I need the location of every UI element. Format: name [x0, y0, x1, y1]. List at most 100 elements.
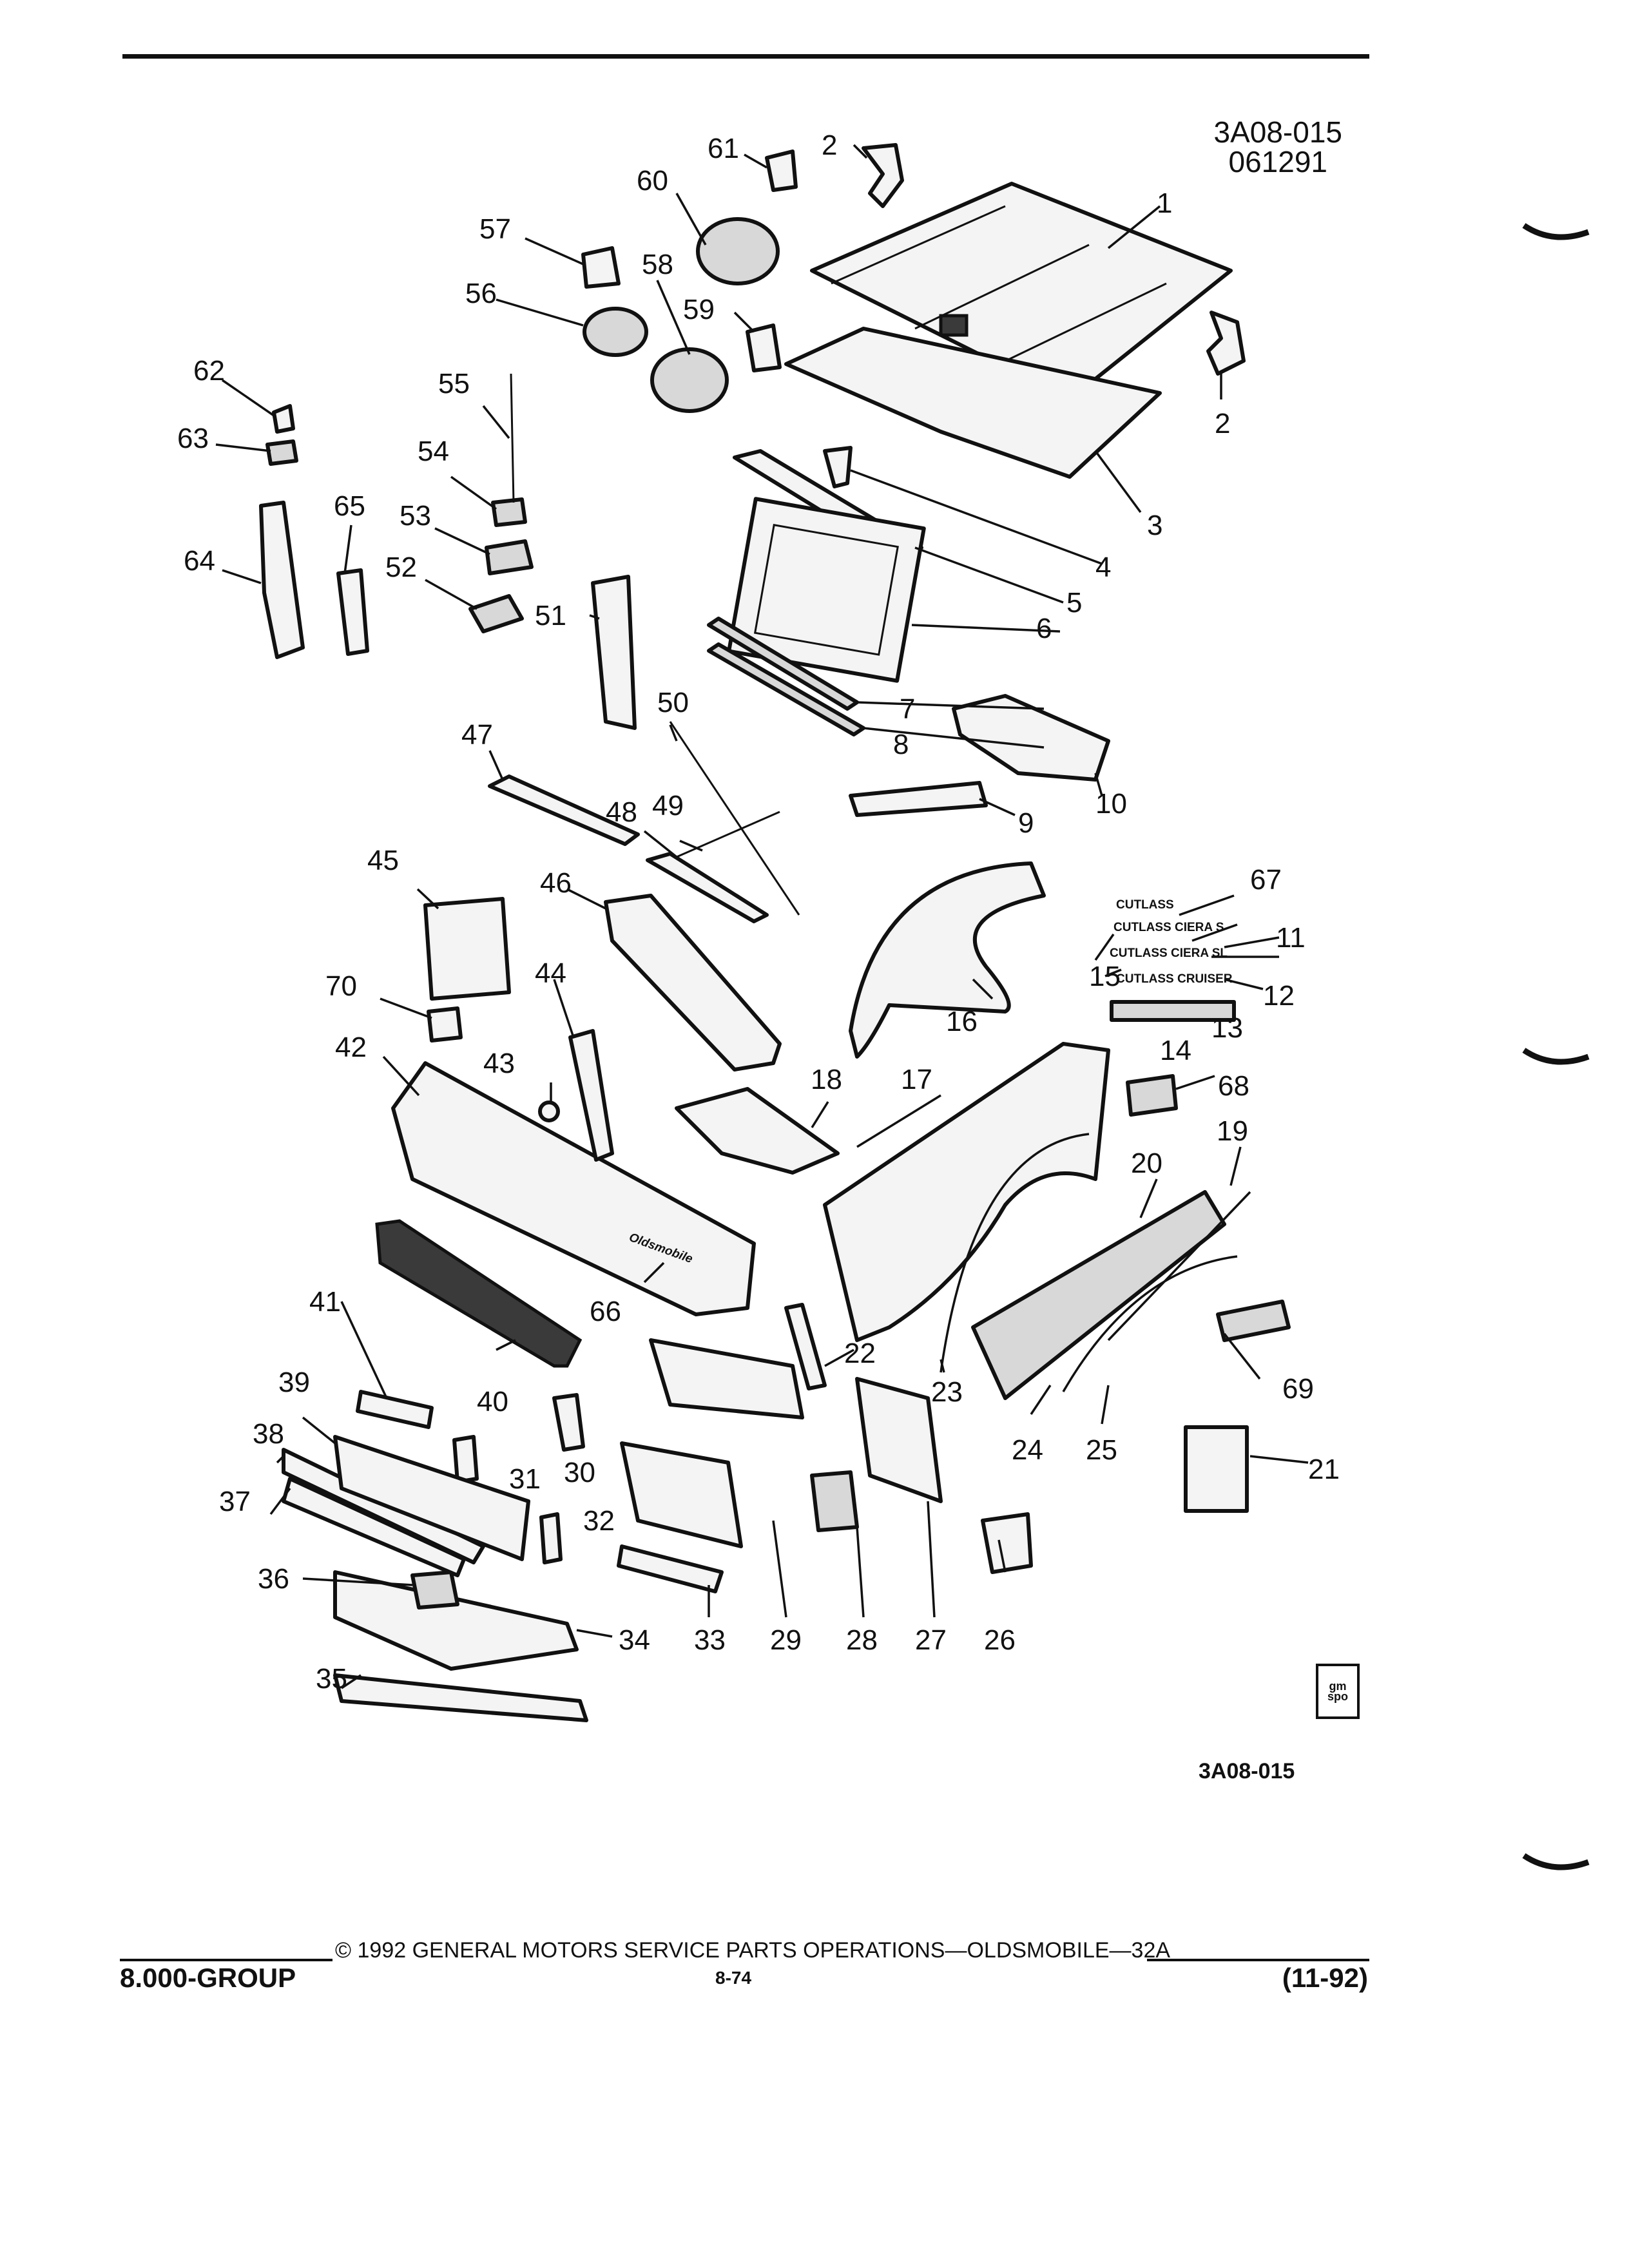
- part-headlamp-lens: [620, 1441, 743, 1548]
- callout-28: 28: [846, 1624, 878, 1656]
- copyright-notice: © 1992 GENERAL MOTORS SERVICE PARTS OPER…: [335, 1938, 1171, 1963]
- callout-2-top: 2: [822, 130, 837, 161]
- part-28: [810, 1470, 859, 1532]
- part-radiator: [604, 894, 782, 1072]
- callout-33: 33: [694, 1624, 726, 1656]
- callout-1: 1: [1157, 187, 1172, 219]
- callout-51: 51: [535, 600, 566, 631]
- callout-7: 7: [900, 693, 915, 725]
- gm-spo-icon-text: gm spo: [1327, 1680, 1348, 1703]
- callout-34: 34: [619, 1624, 650, 1656]
- callout-66: 66: [590, 1296, 621, 1327]
- part-radiator-support: [727, 497, 926, 683]
- callout-46: 46: [540, 867, 572, 899]
- callout-62: 62: [193, 355, 225, 387]
- callout-22: 22: [844, 1338, 876, 1369]
- gm-spo-icon: gm spo: [1316, 1664, 1360, 1719]
- part-brace-18: [675, 1087, 840, 1175]
- edge-mark-2: [1522, 1048, 1590, 1065]
- part-43: [538, 1100, 560, 1122]
- part-side-baffle: [591, 575, 637, 730]
- callout-36: 36: [258, 1563, 289, 1595]
- part-crossmember: [952, 694, 1110, 782]
- illustration-reference: 3A08-015: [1199, 1759, 1295, 1783]
- callout-30: 30: [564, 1457, 595, 1488]
- callout-43: 43: [483, 1048, 515, 1079]
- part-62: [272, 404, 295, 434]
- part-front-fender: [823, 1042, 1110, 1342]
- part-41: [356, 1390, 434, 1429]
- emblem-label-2: CUTLASS CIERA S: [1113, 921, 1224, 934]
- part-36: [410, 1570, 459, 1610]
- callout-24: 24: [1012, 1434, 1043, 1466]
- callout-40: 40: [477, 1386, 508, 1418]
- part-52: [468, 594, 524, 633]
- callout-38: 38: [253, 1418, 284, 1450]
- part-69: [1216, 1300, 1291, 1342]
- part-brace-48: [646, 852, 769, 923]
- part-support-bracket: [568, 1029, 614, 1162]
- callout-45: 45: [367, 845, 399, 876]
- illustration-code-line-2: 061291: [1228, 145, 1328, 178]
- callout-53: 53: [400, 500, 431, 532]
- callout-numbers: 1 2 2 3 4 5 6 7 8 9 10 11 12 13 14 15 16…: [177, 130, 1340, 1695]
- part-27: [855, 1377, 943, 1503]
- callout-48: 48: [606, 796, 637, 828]
- part-front-fascia: [391, 1061, 756, 1316]
- part-63: [265, 439, 298, 466]
- revision-date: (11-92): [1282, 1963, 1368, 1993]
- part-headlamp-housing: [649, 1338, 804, 1419]
- part-hood-hinge-right: [1206, 311, 1246, 376]
- callout-29: 29: [770, 1624, 802, 1656]
- part-35: [333, 1673, 588, 1722]
- callout-6: 6: [1036, 613, 1052, 644]
- callout-42: 42: [335, 1032, 367, 1063]
- callout-3: 3: [1147, 510, 1162, 541]
- part-bracket-61: [765, 149, 798, 192]
- callout-10: 10: [1095, 788, 1127, 820]
- callout-21: 21: [1308, 1454, 1340, 1485]
- emblem-label-1: CUTLASS: [1116, 898, 1174, 912]
- part-molding-25: [1062, 1255, 1238, 1392]
- callout-17: 17: [901, 1064, 932, 1095]
- part-hood-insulator: [784, 327, 1162, 479]
- part-cable-65: [336, 568, 369, 656]
- edge-mark-1: [1522, 223, 1590, 240]
- part-pulley-60: [696, 217, 780, 285]
- callout-25: 25: [1086, 1434, 1117, 1466]
- part-32: [539, 1512, 563, 1564]
- callout-31: 31: [509, 1463, 541, 1495]
- part-grille: [375, 1219, 583, 1368]
- callout-32: 32: [583, 1505, 615, 1537]
- part-70: [427, 1006, 463, 1043]
- callout-16: 16: [946, 1006, 978, 1037]
- callout-69: 69: [1282, 1373, 1314, 1405]
- part-31: [452, 1435, 479, 1484]
- callout-15: 15: [1089, 961, 1121, 992]
- callout-9: 9: [1018, 807, 1034, 839]
- callout-44: 44: [535, 957, 566, 989]
- part-molding-19: [1107, 1191, 1251, 1341]
- callout-26: 26: [984, 1624, 1016, 1656]
- page-number: 8-74: [715, 1968, 752, 1988]
- callout-70: 70: [325, 970, 357, 1002]
- callout-2-right: 2: [1215, 408, 1230, 439]
- part-22: [784, 1303, 827, 1390]
- part-21: [1184, 1425, 1249, 1513]
- part-splash-shield: [423, 897, 511, 1001]
- emblem-label-4: CUTLASS CRUISER: [1116, 972, 1233, 986]
- part-compressor-56: [583, 307, 648, 357]
- callout-5: 5: [1066, 587, 1082, 619]
- callout-52: 52: [385, 552, 417, 583]
- illustration-code-line-1: 3A08-015: [1213, 115, 1343, 149]
- top-rule: [122, 54, 1369, 59]
- callout-55: 55: [438, 368, 470, 399]
- part-compressor-58: [650, 347, 729, 413]
- leader-lines: [215, 144, 1309, 1689]
- callout-14: 14: [1160, 1035, 1191, 1066]
- part-latch-64: [259, 501, 305, 659]
- part-54: [491, 497, 527, 527]
- part-wheelhouse-panel: [849, 861, 1046, 1059]
- part-air-baffle: [849, 781, 988, 817]
- callout-13: 13: [1211, 1012, 1243, 1044]
